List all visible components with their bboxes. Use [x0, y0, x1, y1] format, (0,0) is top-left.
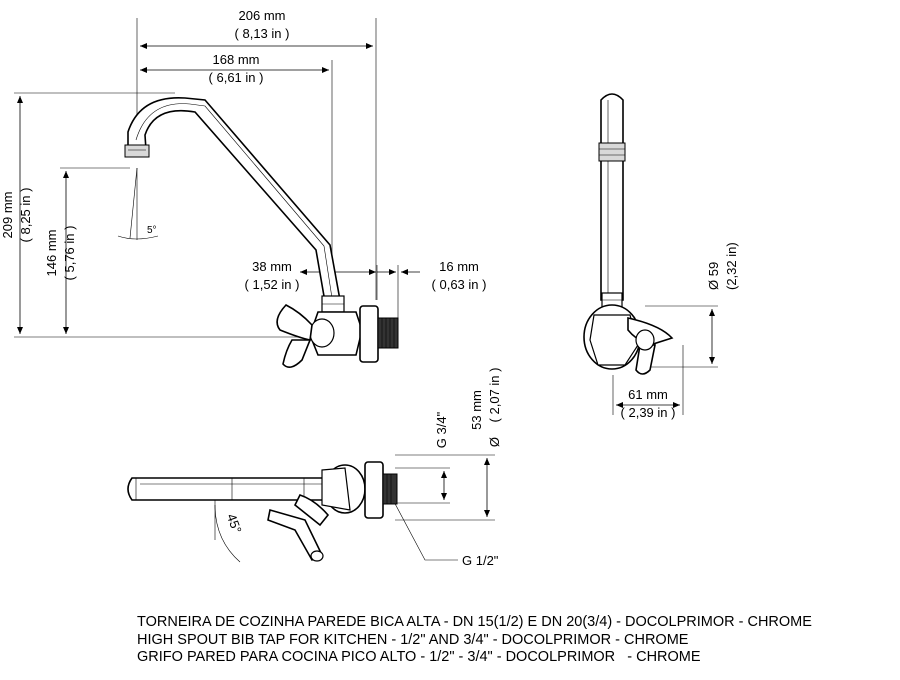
dim-209-in: ( 8,25 in ) — [18, 188, 33, 243]
thread-g12: G 1/2" — [462, 553, 499, 568]
diameter-symbol: Ø — [487, 437, 502, 447]
dim-16-mm: 16 mm — [439, 259, 479, 274]
dim-168-in: ( 6,61 in ) — [209, 70, 264, 85]
dim-146-in: ( 5,76 in ) — [62, 226, 77, 281]
side-view: Ø 59 (2,32 in) 61 mm ( 2,39 in ) — [583, 93, 739, 420]
dim-53-in: ( 2,07 in ) — [487, 368, 502, 423]
dim-61-mm: 61 mm — [628, 387, 668, 402]
caption-portuguese: TORNEIRA DE COZINHA PAREDE BICA ALTA - D… — [137, 614, 812, 630]
dim-45-degree: 45° — [224, 512, 245, 536]
thread-g34: G 3/4" — [434, 411, 449, 448]
dim-5-degree: 5° — [147, 225, 157, 236]
dim-38-mm: 38 mm — [252, 259, 292, 274]
dim-206-mm: 206 mm — [239, 8, 286, 23]
dim-16-in: ( 0,63 in ) — [432, 277, 487, 292]
dim-53-mm: 53 mm — [469, 390, 484, 430]
dim-61-in: ( 2,39 in ) — [621, 405, 676, 420]
dim-209-mm: 209 mm — [0, 192, 15, 239]
front-view: 206 mm ( 8,13 in ) 168 mm ( 6,61 in ) 20… — [0, 8, 487, 368]
dim-206-in: ( 8,13 in ) — [235, 26, 290, 41]
dim-38-in: ( 1,52 in ) — [245, 277, 300, 292]
dim-168-mm: 168 mm — [213, 52, 260, 67]
dim-59-in: (2,32 in) — [724, 242, 739, 290]
dim-59-mm: Ø 59 — [706, 262, 721, 290]
plan-view: 53 mm ( 2,07 in ) Ø G 3/4" G 1/2" 45° — [127, 368, 502, 568]
dim-146-mm: 146 mm — [44, 230, 59, 277]
caption-spanish: GRIFO PARED PARA COCINA PICO ALTO - 1/2"… — [137, 649, 701, 665]
caption-english: HIGH SPOUT BIB TAP FOR KITCHEN - 1/2" AN… — [137, 631, 689, 648]
caption-block: TORNEIRA DE COZINHA PAREDE BICA ALTA - D… — [137, 614, 812, 667]
